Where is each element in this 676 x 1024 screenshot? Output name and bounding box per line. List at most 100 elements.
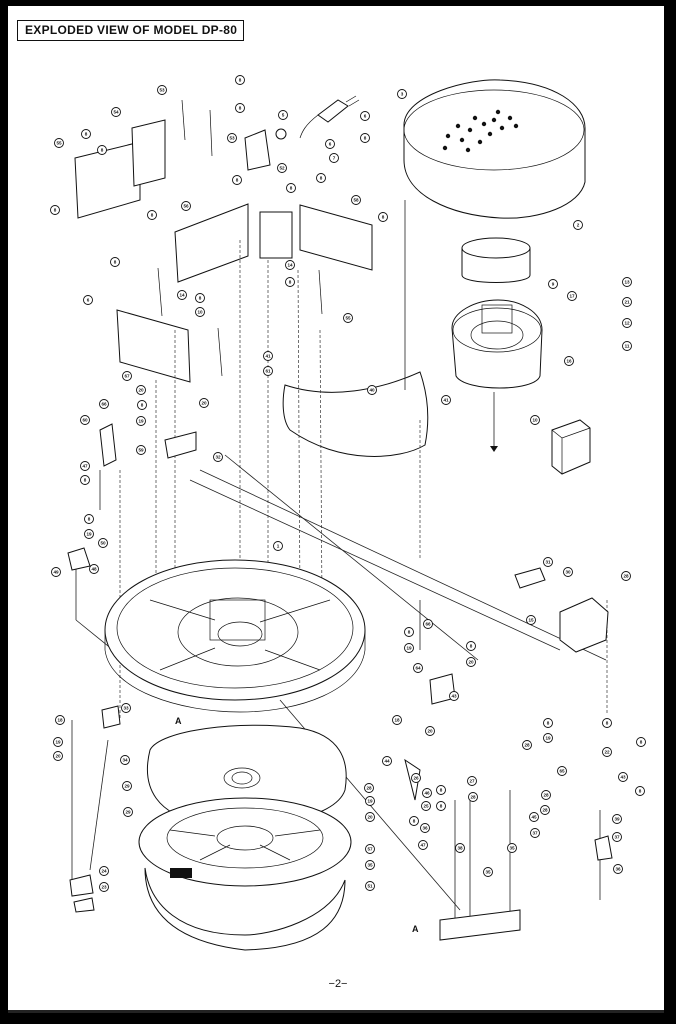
- callout: 8: [151, 213, 154, 218]
- callout: 57: [367, 847, 373, 852]
- callout: 8: [101, 148, 104, 153]
- callout: 9: [552, 282, 555, 287]
- callout: 50: [100, 541, 106, 546]
- callout: 26: [413, 776, 419, 781]
- callout: 37: [614, 835, 620, 840]
- callout: 15: [528, 618, 534, 623]
- callout: 47: [82, 464, 88, 469]
- callout: 52: [279, 166, 285, 171]
- callout: 20: [138, 388, 144, 393]
- callout: 36: [615, 867, 621, 872]
- callout: 8: [382, 215, 385, 220]
- callout: 33: [123, 706, 129, 711]
- callout: 28: [543, 793, 549, 798]
- page-title: EXPLODED VIEW OF MODEL DP-80: [17, 20, 245, 41]
- callout: 25: [423, 804, 429, 809]
- callout: 19: [55, 740, 61, 745]
- callout: 8: [413, 819, 416, 824]
- callout: 65: [559, 769, 565, 774]
- callout: 45: [531, 815, 537, 820]
- callout: 19: [545, 736, 551, 741]
- callout: 8: [54, 208, 57, 213]
- callout: 8: [85, 132, 88, 137]
- callout: 20: [427, 729, 433, 734]
- callout: 48: [91, 567, 97, 572]
- callout: 29: [125, 810, 131, 815]
- callout: 24: [101, 869, 107, 874]
- callout: 8: [239, 78, 242, 83]
- callout: 55: [345, 316, 351, 321]
- callout: 14: [287, 263, 293, 268]
- callout: 8: [239, 106, 242, 111]
- callout: 41: [265, 354, 271, 359]
- callout: 56: [183, 204, 189, 209]
- filter-pad: [461, 237, 531, 283]
- callout: 38: [457, 846, 463, 851]
- callout: 3: [401, 92, 404, 97]
- callout: 39: [614, 817, 620, 822]
- callout: 1: [277, 544, 280, 549]
- callout: 12: [624, 321, 630, 326]
- callout: 28: [366, 786, 372, 791]
- callout: 66: [425, 622, 431, 627]
- callout: 30: [565, 570, 571, 575]
- callout: 28: [524, 743, 530, 748]
- transformer: [551, 419, 591, 475]
- callout: 60: [82, 418, 88, 423]
- callout: 54: [113, 110, 119, 115]
- callout: 31: [545, 560, 551, 565]
- fan-motor: [451, 299, 543, 452]
- callout: 19: [86, 532, 92, 537]
- callout: 8: [88, 517, 91, 522]
- callout: 35: [367, 863, 373, 868]
- callout: 8: [290, 186, 293, 191]
- page-footer-rule: [8, 1010, 664, 1013]
- callout: 20: [55, 754, 61, 759]
- callout: 8: [236, 178, 239, 183]
- callout: 8: [199, 296, 202, 301]
- callout: 19: [406, 646, 412, 651]
- callout: 14: [179, 293, 185, 298]
- top-cover: [403, 79, 586, 219]
- callout: 20: [367, 815, 373, 820]
- callout: 10: [532, 418, 538, 423]
- callout: 51: [367, 884, 373, 889]
- section-mark-a-lower: A: [412, 924, 419, 934]
- callout: 19: [138, 419, 144, 424]
- callout-bubbles: 8 53 8 3 54 8 53 5 6 6 55 8 8 52 7 8 2 8…: [50, 75, 646, 892]
- callout: 35: [485, 870, 491, 875]
- callout: 32: [215, 455, 221, 460]
- callout: 6: [329, 142, 332, 147]
- callout: 23: [101, 885, 107, 890]
- callout: 59: [138, 448, 144, 453]
- callout: 8: [114, 260, 117, 265]
- callout: 19: [367, 799, 373, 804]
- callout: 8: [606, 721, 609, 726]
- circuit-boards: [74, 99, 373, 383]
- callout: 8: [547, 721, 550, 726]
- callout: 11: [625, 344, 630, 349]
- callout: 46: [424, 791, 430, 796]
- callout: 66: [101, 402, 107, 407]
- callout: 8: [408, 630, 411, 635]
- callout: 16: [566, 359, 572, 364]
- callout: 28: [470, 795, 476, 800]
- callout: 61: [265, 369, 271, 374]
- callout: 13: [624, 280, 630, 285]
- page-number: −2−: [328, 978, 348, 990]
- callout: 64: [415, 666, 421, 671]
- callout: 18: [57, 718, 63, 723]
- callout: 20: [468, 660, 474, 665]
- callout: 53: [159, 88, 165, 93]
- callout: 8: [640, 740, 643, 745]
- callout: 8: [141, 403, 144, 408]
- power-cord: [275, 95, 360, 140]
- base-skirt: [144, 867, 346, 951]
- callout: 7: [333, 156, 336, 161]
- callout: 41: [443, 398, 449, 403]
- callout: 18: [394, 718, 400, 723]
- callout: 8: [470, 644, 473, 649]
- callout: 27: [469, 779, 475, 784]
- callout: 67: [124, 374, 130, 379]
- callout: 55: [56, 141, 62, 146]
